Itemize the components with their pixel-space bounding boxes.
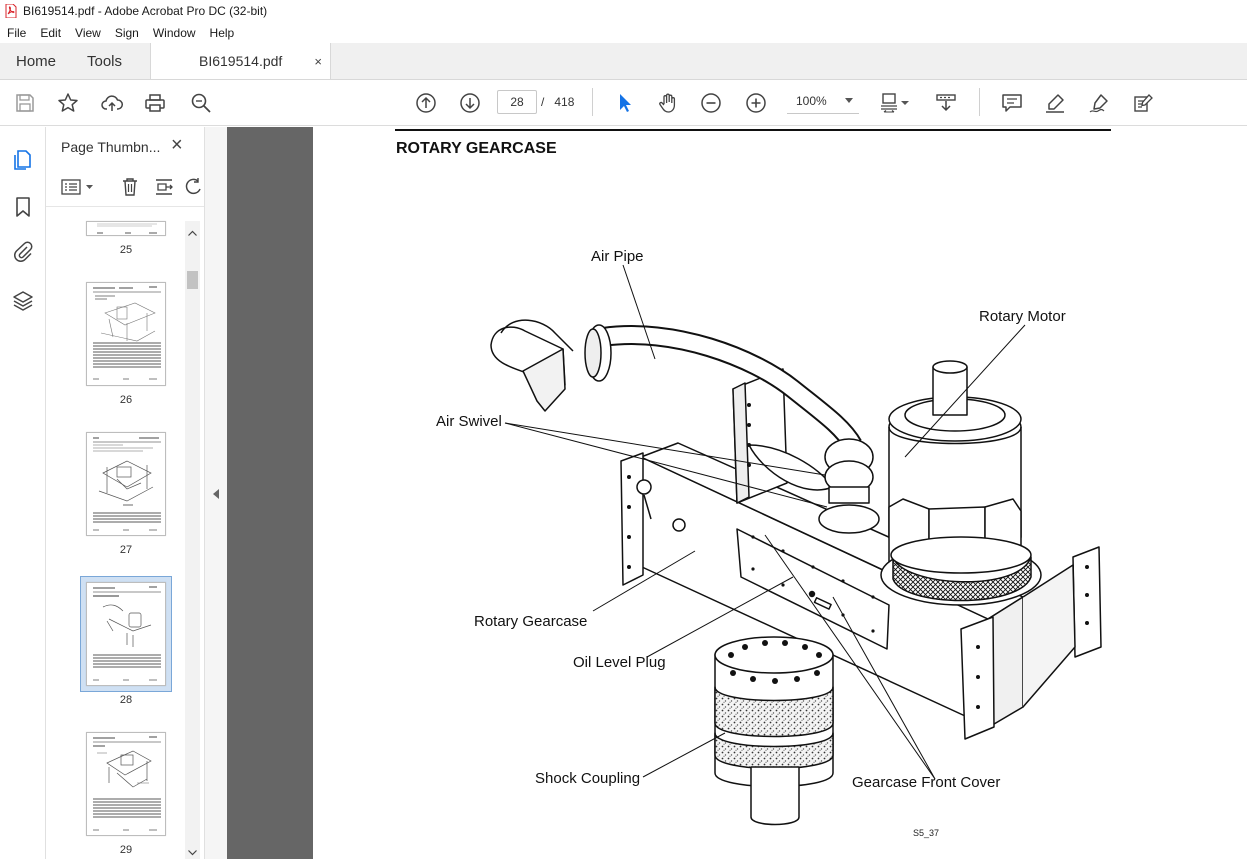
callout-oil-level-plug: Oil Level Plug [573,654,666,671]
menu-help[interactable]: Help [209,25,235,40]
zoom-search-icon[interactable] [189,91,213,115]
scrollbar-thumb[interactable] [187,271,198,289]
callout-air-pipe: Air Pipe [591,248,644,265]
total-pages: 418 [554,95,575,109]
page-thumbnail-25[interactable] [86,221,166,236]
scroll-mode-icon[interactable] [934,91,958,115]
panel-title: Page Thumbn... [61,139,161,155]
menu-file[interactable]: File [7,25,27,40]
panel-collapse-handle[interactable] [205,127,227,859]
page-heading: ROTARY GEARCASE [396,140,557,157]
close-panel-icon[interactable]: × [171,134,183,156]
page-separator: / [541,95,545,109]
zoom-in-icon[interactable] [744,91,768,115]
page-thumbnail-label: 29 [119,844,133,856]
thumbnail-scrollbar[interactable] [185,221,200,859]
page-thumbnail-28[interactable] [86,582,166,686]
fit-page-dropdown-icon[interactable] [898,91,912,115]
tab-home[interactable]: Home [16,52,57,70]
scroll-up-icon[interactable] [188,225,197,239]
delete-pages-icon[interactable] [120,177,140,200]
bookmarks-icon[interactable] [11,195,35,219]
page-thumbnail-label: 28 [119,694,133,706]
left-navigation-rail [0,127,46,859]
menu-window[interactable]: Window [152,25,196,40]
zoom-dropdown-caret-icon [845,98,853,103]
page-thumbnail-label: 25 [119,244,133,256]
page-thumbnail-26[interactable] [86,282,166,386]
fit-page-icon[interactable] [878,91,902,115]
document-viewer[interactable]: ROTARY GEARCASE [227,127,1247,859]
rotate-page-icon[interactable] [184,177,204,200]
extract-pages-icon[interactable] [154,177,174,200]
close-tab-icon[interactable]: × [314,54,322,69]
panel-toolbar [46,167,204,207]
hand-tool-icon[interactable] [656,91,680,115]
layers-icon[interactable] [11,289,35,313]
page-thumbnails-icon[interactable] [11,148,35,172]
toolbar-divider [979,88,980,116]
upload-cloud-icon[interactable] [100,91,124,115]
zoom-level-select[interactable]: 100% [787,90,859,114]
bookmark-star-icon[interactable] [56,91,80,115]
window-title: BI619514.pdf - Adobe Acrobat Pro DC (32-… [23,4,268,18]
menu-edit[interactable]: Edit [40,25,62,40]
print-icon[interactable] [143,91,167,115]
page-thumbnail-27[interactable] [86,432,166,536]
tab-bar: Home Tools BI619514.pdf × [0,43,1247,80]
previous-page-icon[interactable] [414,91,438,115]
toolbar [0,80,1247,126]
pdf-page: ROTARY GEARCASE [313,127,1247,859]
page-thumbnails-panel: Page Thumbn... × 25 26 27 28 29 [46,127,205,859]
tab-tools[interactable]: Tools [87,52,123,70]
menu-view[interactable]: View [75,25,101,40]
menu-sign[interactable]: Sign [114,25,139,40]
callout-shock-coupling: Shock Coupling [535,770,641,787]
menu-bar: File Edit View Sign Window Help [0,22,1247,43]
callout-air-swivel: Air Swivel [436,413,502,430]
title-bar: BI619514.pdf - Adobe Acrobat Pro DC (32-… [0,0,1247,22]
collapse-arrow-icon [213,489,219,499]
page-thumbnail-29[interactable] [86,732,166,836]
page-number-input[interactable]: 28 [497,90,537,114]
page-thumbnail-label: 26 [119,394,133,406]
thumbnail-options-icon[interactable] [61,177,95,200]
callout-rotary-gearcase: Rotary Gearcase [474,613,588,630]
next-page-icon[interactable] [458,91,482,115]
callout-gearcase-front-cover: Gearcase Front Cover [852,774,1001,791]
comment-icon[interactable] [1000,91,1024,115]
acrobat-pdf-icon [5,3,17,19]
scroll-down-icon[interactable] [188,845,197,859]
highlight-pen-icon[interactable] [1043,91,1067,115]
callout-rotary-motor: Rotary Motor [979,308,1066,325]
save-icon[interactable] [13,91,37,115]
attachments-paperclip-icon[interactable] [11,240,35,264]
page-thumbnail-label: 27 [119,544,133,556]
rotary-gearcase-illustration [490,264,1102,826]
sign-pen-icon[interactable] [1087,91,1111,115]
edit-pdf-icon[interactable] [1131,91,1155,115]
page-top-rule [395,129,1111,131]
select-pointer-icon[interactable] [612,91,636,115]
tab-document-label: BI619514.pdf [199,53,283,69]
zoom-out-icon[interactable] [699,91,723,115]
tab-document[interactable]: BI619514.pdf × [150,43,331,79]
toolbar-divider [592,88,593,116]
figure-id: S5_37 [913,828,940,838]
page-count: / 418 [541,95,574,109]
zoom-value: 100% [796,94,827,108]
